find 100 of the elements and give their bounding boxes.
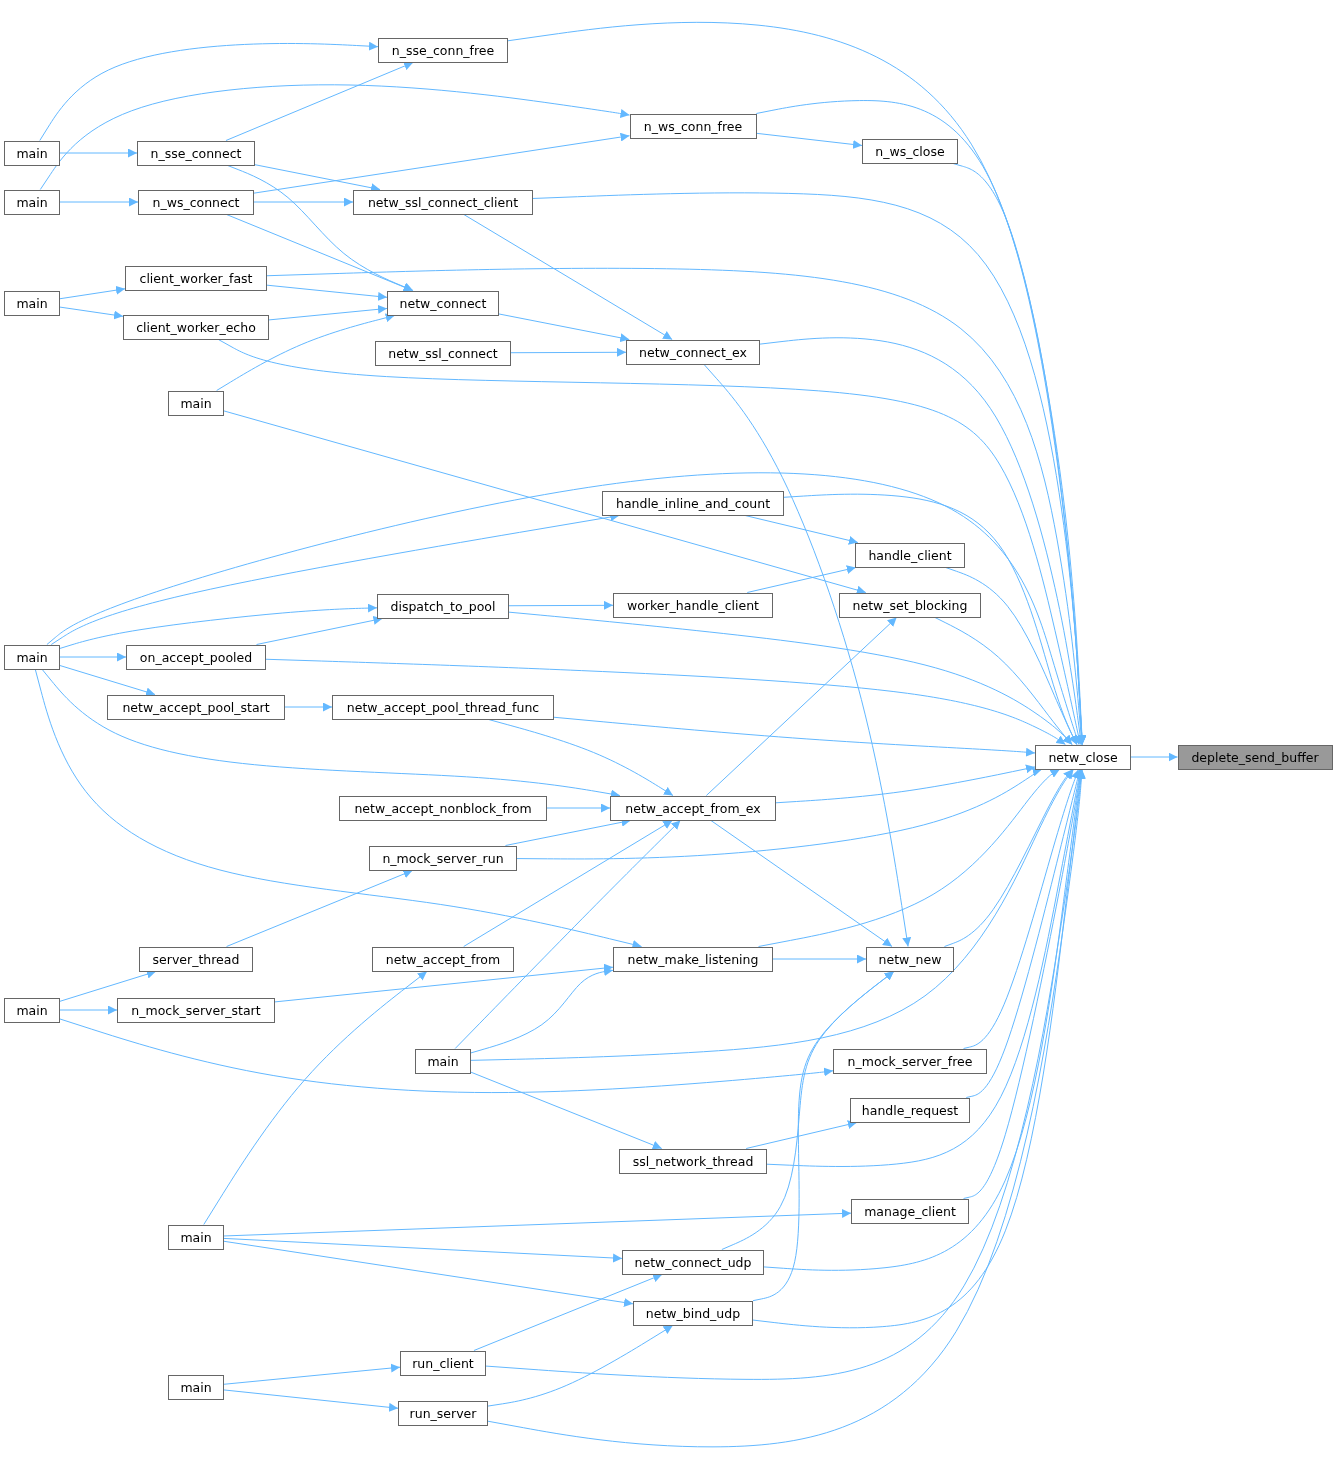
call-arrow (756, 132, 863, 149)
function-box (126, 644, 266, 670)
call-arrow (470, 1071, 663, 1150)
call-arrow (508, 600, 614, 610)
call-arrow (39, 84, 630, 190)
call-arrow (705, 617, 898, 796)
call-arrow (265, 658, 1066, 745)
function-box (387, 290, 499, 316)
call-arrow (1130, 752, 1178, 762)
function-name: server_thread (152, 951, 240, 967)
function-box (839, 592, 981, 618)
call-arrow (470, 769, 1074, 1061)
function-name: main (16, 295, 48, 311)
function-name: netw_connect_udp (634, 1254, 752, 1270)
function-name: main (16, 1002, 48, 1018)
function-box (862, 138, 958, 164)
call-arrow (487, 1325, 674, 1407)
call-arrow (256, 615, 383, 645)
call-arrow (59, 603, 378, 649)
function-name: worker_handle_client (626, 597, 760, 613)
function-box (833, 1048, 987, 1074)
function-box (372, 946, 514, 972)
function-box (117, 997, 275, 1023)
function-name: manage_client (864, 1203, 956, 1219)
function-box (168, 390, 224, 416)
function-name: n_mock_server_run (382, 850, 504, 866)
function-box (850, 1097, 970, 1123)
function-name: main (16, 649, 48, 665)
call-arrow (470, 967, 614, 1054)
call-arrow (226, 869, 413, 947)
function-name: handle_inline_and_count (615, 495, 771, 511)
function-name: netw_accept_pool_thread_func (346, 699, 540, 715)
call-arrow (266, 284, 388, 301)
function-name: n_ws_close (875, 143, 945, 159)
function-name: netw_accept_pool_start (122, 699, 270, 715)
call-arrow (758, 769, 1061, 947)
function-box (1177, 744, 1333, 770)
call-arrow (46, 472, 1081, 745)
call-arrow (223, 1209, 852, 1237)
function-name: main (180, 1379, 212, 1395)
call-arrow (963, 769, 1080, 1049)
call-arrow (473, 1273, 663, 1351)
function-box (610, 795, 776, 821)
function-name: netw_connect (399, 295, 487, 311)
call-arrow (225, 61, 414, 141)
function-name: dispatch_to_pool (390, 598, 496, 614)
call-arrow (34, 669, 642, 949)
function-name: netw_new (878, 951, 942, 967)
call-arrow (274, 963, 614, 1003)
function-name: netw_set_blocking (852, 597, 968, 613)
function-box (4, 290, 60, 316)
call-arrow (532, 192, 1087, 745)
function-box (378, 37, 508, 63)
function-name: main (16, 145, 48, 161)
function-name: on_accept_pooled (139, 649, 253, 665)
call-arrow (745, 1120, 858, 1149)
function-box (4, 997, 60, 1023)
call-arrow (223, 1240, 634, 1307)
function-box (168, 1224, 224, 1250)
function-box (622, 1249, 764, 1275)
call-arrow (268, 304, 388, 321)
function-box (137, 140, 255, 166)
call-arrow (223, 410, 867, 595)
function-name: n_sse_conn_free (391, 42, 495, 58)
call-arrow (746, 565, 857, 593)
function-name: deplete_send_buffer (1191, 749, 1319, 765)
function-name: netw_ssl_connect_client (367, 194, 519, 210)
function-name: client_worker_echo (136, 319, 256, 335)
function-name: netw_accept_from (385, 951, 501, 967)
call-arrow (553, 716, 1036, 757)
function-box (168, 1374, 224, 1400)
call-arrow (216, 313, 396, 391)
function-box (4, 140, 60, 166)
call-arrow (772, 954, 867, 964)
function-box (1035, 744, 1131, 770)
call-arrow (944, 769, 1073, 947)
function-name: main (180, 395, 212, 411)
call-arrow (59, 652, 127, 662)
function-box (415, 1048, 471, 1074)
call-arrow (59, 1005, 118, 1015)
function-name: n_sse_connect (150, 145, 242, 161)
call-arrow (463, 820, 673, 947)
call-arrow (223, 1389, 399, 1412)
call-arrow (498, 313, 630, 343)
function-name: netw_connect_ex (639, 344, 747, 360)
function-name: n_ws_connect (152, 194, 240, 210)
function-box (125, 265, 267, 291)
call-arrow (934, 617, 1073, 745)
function-name: main (180, 1229, 212, 1245)
function-name: client_worker_fast (139, 270, 253, 286)
call-arrow (510, 347, 627, 357)
function-name: n_mock_server_free (847, 1053, 973, 1069)
function-box (398, 1400, 488, 1426)
function-box (866, 946, 954, 972)
call-arrow (59, 285, 126, 300)
call-arrow (508, 611, 1073, 745)
call-arrow (454, 820, 681, 1049)
function-box (107, 694, 285, 720)
call-arrow (752, 971, 895, 1302)
function-box (619, 1148, 767, 1174)
